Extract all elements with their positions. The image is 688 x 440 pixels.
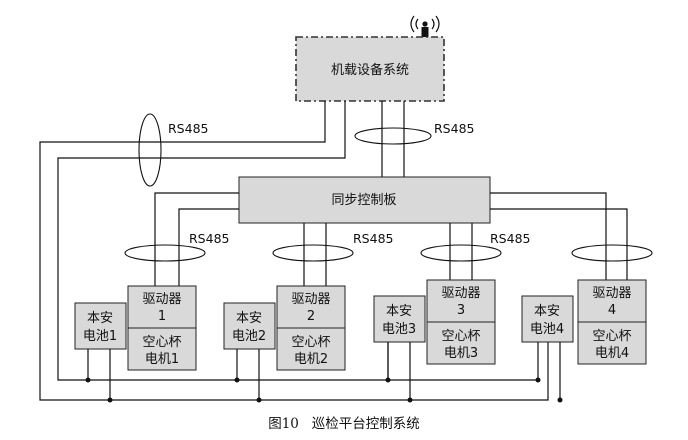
rs485-link-driver4 bbox=[571, 244, 653, 262]
svg-text:驱动器: 驱动器 bbox=[592, 286, 631, 301]
unit-2: 本安 电池2 驱动器 2 空心杯 电机2 bbox=[223, 285, 346, 371]
unit-4: 本安 电池4 驱动器 4 空心杯 电机4 bbox=[521, 279, 647, 365]
unit-3: 本安 电池3 驱动器 3 空心杯 电机3 bbox=[373, 279, 496, 365]
battery-4 bbox=[521, 295, 574, 343]
motor-1 bbox=[127, 327, 197, 371]
rs485-link-driver3: RS485 bbox=[420, 231, 530, 262]
rs485-link-driver2: RS485 bbox=[272, 231, 393, 262]
rs485-link-driver1: RS485 bbox=[124, 231, 229, 262]
svg-text:本安: 本安 bbox=[386, 304, 412, 319]
motor-3 bbox=[426, 321, 496, 365]
rs485-label-d3: RS485 bbox=[490, 231, 530, 246]
svg-text:电池3: 电池3 bbox=[382, 322, 416, 337]
svg-text:驱动器: 驱动器 bbox=[291, 292, 330, 307]
svg-text:本安: 本安 bbox=[236, 311, 262, 326]
svg-text:电机1: 电机1 bbox=[145, 352, 179, 367]
svg-text:1: 1 bbox=[158, 309, 166, 324]
driver-4 bbox=[577, 279, 647, 323]
onboard-system-box: 机载设备系统 bbox=[295, 36, 445, 102]
svg-text:4: 4 bbox=[608, 303, 616, 318]
motor-4 bbox=[577, 321, 647, 365]
svg-text:空心杯: 空心杯 bbox=[592, 329, 631, 344]
rs485-label-top: RS485 bbox=[434, 121, 474, 136]
svg-text:3: 3 bbox=[457, 303, 465, 318]
battery-3 bbox=[373, 295, 426, 343]
svg-text:空心杯: 空心杯 bbox=[441, 329, 480, 344]
svg-text:电机4: 电机4 bbox=[595, 346, 629, 361]
svg-text:电池2: 电池2 bbox=[232, 329, 266, 344]
driver-1 bbox=[127, 285, 197, 329]
sync-control-board: 同步控制板 bbox=[238, 176, 491, 224]
svg-text:电池1: 电池1 bbox=[83, 329, 117, 344]
onboard-system-label: 机载设备系统 bbox=[331, 62, 409, 78]
rs485-label-d1: RS485 bbox=[189, 231, 229, 246]
svg-text:驱动器: 驱动器 bbox=[441, 286, 480, 301]
sync-board-label: 同步控制板 bbox=[331, 193, 396, 208]
rs485-label-left: RS485 bbox=[168, 121, 208, 136]
svg-text:驱动器: 驱动器 bbox=[142, 292, 181, 307]
battery-1 bbox=[74, 302, 127, 350]
svg-text:电机3: 电机3 bbox=[444, 346, 478, 361]
svg-text:电池4: 电池4 bbox=[530, 322, 564, 337]
svg-text:本安: 本安 bbox=[87, 311, 113, 326]
figure-caption: 图10 巡检平台控制系统 bbox=[268, 416, 420, 432]
driver-2 bbox=[276, 285, 346, 329]
power-rails bbox=[85, 342, 563, 403]
svg-text:空心杯: 空心杯 bbox=[291, 335, 330, 350]
svg-text:电机2: 电机2 bbox=[294, 352, 328, 367]
svg-text:空心杯: 空心杯 bbox=[142, 335, 181, 350]
motor-2 bbox=[276, 327, 346, 371]
unit-1: 本安 电池1 驱动器 1 空心杯 电机1 bbox=[74, 285, 197, 371]
rs485-link-onboard-sync: RS485 bbox=[354, 101, 474, 177]
rs485-label-d2: RS485 bbox=[353, 231, 393, 246]
svg-text:2: 2 bbox=[307, 309, 315, 324]
svg-text:本安: 本安 bbox=[534, 304, 560, 319]
battery-2 bbox=[223, 302, 276, 350]
